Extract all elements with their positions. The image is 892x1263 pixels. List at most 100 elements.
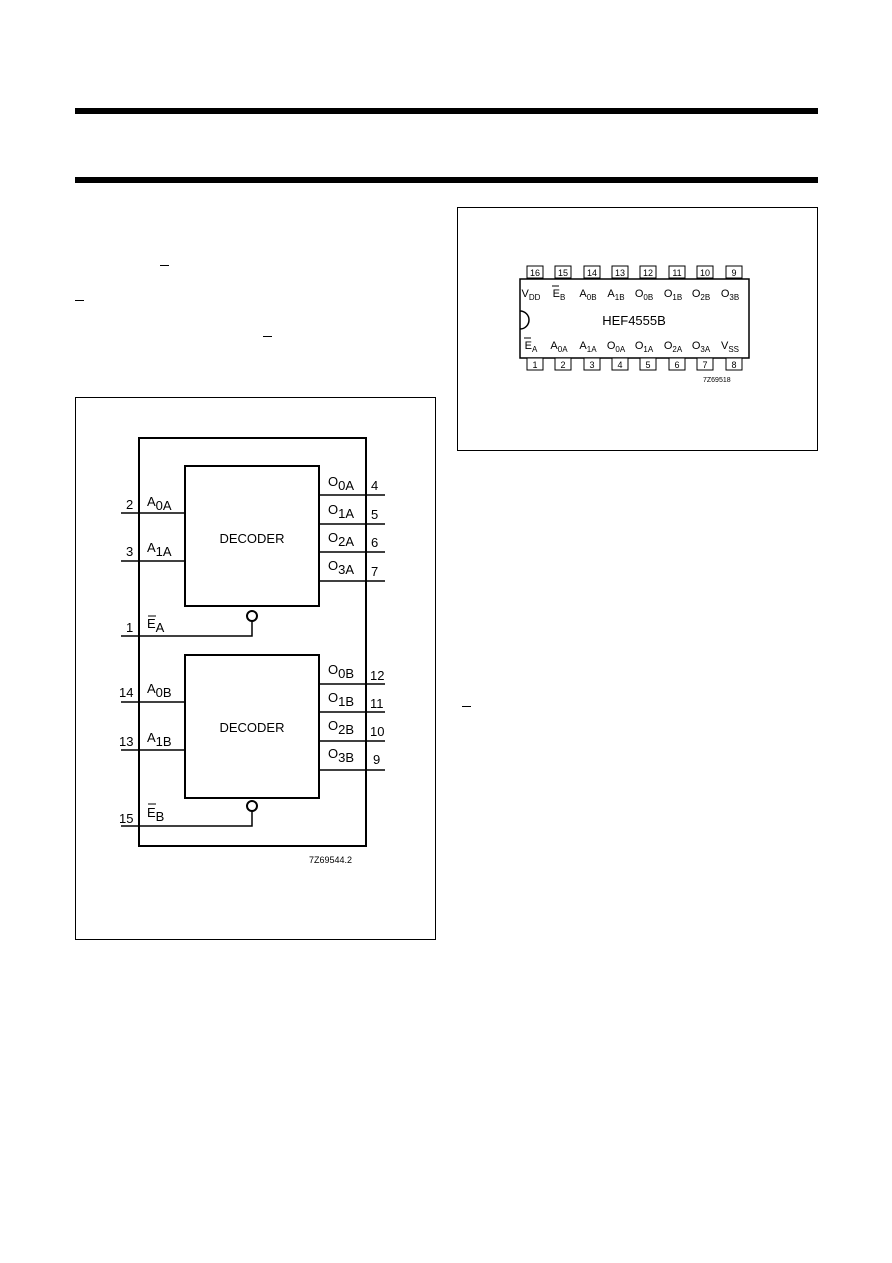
pin-label: O2A xyxy=(664,340,683,354)
pin-number: 14 xyxy=(587,268,597,278)
output-label: O0A xyxy=(328,474,354,493)
pin-number: 15 xyxy=(119,811,133,826)
input-label: A0B xyxy=(147,681,172,700)
pin-number: 11 xyxy=(370,696,384,711)
overline-mark xyxy=(462,706,471,707)
pin-label: O0B xyxy=(635,288,653,302)
pin-number: 13 xyxy=(119,734,133,749)
pin-label: EA xyxy=(525,340,538,354)
functional-diagram: DECODER 2 A0A 3 A1A 1 EA O0A 4 O1A 5 O2A… xyxy=(119,437,385,865)
enable-label: EA xyxy=(147,616,165,635)
chip-name: HEF4555B xyxy=(602,313,666,328)
enable-bubble xyxy=(246,800,258,812)
pin-number: 5 xyxy=(371,507,378,522)
pin-label: A1A xyxy=(579,340,597,354)
pin-number: 5 xyxy=(645,360,650,370)
second-rule xyxy=(75,177,818,183)
pin-label: O2B xyxy=(692,288,710,302)
pin-box xyxy=(696,265,714,279)
pin-number: 10 xyxy=(700,268,710,278)
output-label: O3B xyxy=(328,746,354,765)
input-label: A1B xyxy=(147,730,172,749)
pin-label: O0A xyxy=(607,340,626,354)
pin-number: 1 xyxy=(126,620,133,635)
pin-box xyxy=(639,357,657,371)
pin-number: 4 xyxy=(371,478,378,493)
pin-number: 12 xyxy=(370,668,384,683)
pin-box xyxy=(583,357,601,371)
decoder-b-block xyxy=(184,654,320,799)
pin-number: 9 xyxy=(373,752,380,767)
pin-label: O1B xyxy=(664,288,682,302)
pin-number: 9 xyxy=(731,268,736,278)
input-label: A1A xyxy=(147,540,172,559)
pin-box xyxy=(668,357,686,371)
pin-box xyxy=(554,357,572,371)
pin-number: 16 xyxy=(530,268,540,278)
pin-number: 8 xyxy=(731,360,736,370)
pin-box xyxy=(696,357,714,371)
pin-number: 6 xyxy=(371,535,378,550)
pin-box xyxy=(725,265,743,279)
pin-label: VSS xyxy=(721,340,739,354)
pin-label: O3A xyxy=(692,340,711,354)
pin-number: 13 xyxy=(615,268,625,278)
pin-label: A0B xyxy=(579,288,596,302)
pin-label: O3B xyxy=(721,288,739,302)
pin-number: 11 xyxy=(672,268,681,278)
decoder-b: DECODER 14 A0B 13 A1B 15 EB O0B 12 O1B 1… xyxy=(119,654,385,827)
pin-number: 4 xyxy=(617,360,622,370)
output-label: O1A xyxy=(328,502,354,521)
overline-mark xyxy=(75,300,84,301)
pin-label: A1B xyxy=(607,288,624,302)
chip-notch xyxy=(519,310,530,330)
pin-number: 3 xyxy=(589,360,594,370)
pin-number: 6 xyxy=(674,360,679,370)
figure-id: 7Z69518 xyxy=(703,377,731,384)
decoder-a-block xyxy=(184,465,320,607)
pin-label: EB xyxy=(553,288,566,302)
enable-label: EB xyxy=(147,805,164,824)
enable-bubble xyxy=(246,610,258,622)
pin-box xyxy=(526,357,544,371)
pin-number: 2 xyxy=(560,360,565,370)
overline-mark xyxy=(263,336,272,337)
pin-number: 10 xyxy=(370,724,384,739)
pin-label: A0A xyxy=(550,340,568,354)
outer-frame xyxy=(138,437,367,847)
decoder-a-label: DECODER xyxy=(219,531,284,546)
input-label: A0A xyxy=(147,494,172,513)
pin-label: VDD xyxy=(522,288,541,302)
pin-box xyxy=(611,265,629,279)
pin-box xyxy=(668,265,686,279)
output-label: O0B xyxy=(328,662,354,681)
chip-body xyxy=(519,278,750,359)
pin-number: 1 xyxy=(532,360,537,370)
pin-number: 7 xyxy=(702,360,707,370)
decoder-b-label: DECODER xyxy=(219,720,284,735)
pin-number: 14 xyxy=(119,685,133,700)
pin-label: O1A xyxy=(635,340,654,354)
pin-number: 12 xyxy=(643,268,653,278)
functional-diagram-frame: DECODER 2 A0A 3 A1A 1 EA O0A 4 O1A 5 O2A… xyxy=(75,397,436,940)
output-label: O3A xyxy=(328,558,354,577)
pin-box xyxy=(526,265,544,279)
pin-number: 15 xyxy=(558,268,568,278)
pin-box xyxy=(639,265,657,279)
figure-id: 7Z69544.2 xyxy=(309,855,352,865)
output-label: O1B xyxy=(328,690,354,709)
overline-mark xyxy=(160,265,169,266)
output-label: O2A xyxy=(328,530,354,549)
decoder-a: DECODER 2 A0A 3 A1A 1 EA O0A 4 O1A 5 O2A… xyxy=(121,465,385,637)
pinning-diagram: HEF4555B 7Z69518 16VDD15EB14A0B13A1B12O0… xyxy=(519,265,750,384)
pin-box xyxy=(611,357,629,371)
pin-number: 7 xyxy=(371,564,378,579)
pin-number: 3 xyxy=(126,544,133,559)
pin-box xyxy=(583,265,601,279)
output-label: O2B xyxy=(328,718,354,737)
top-rule xyxy=(75,108,818,114)
pin-box xyxy=(554,265,572,279)
pin-box xyxy=(725,357,743,371)
pin-number: 2 xyxy=(126,497,133,512)
